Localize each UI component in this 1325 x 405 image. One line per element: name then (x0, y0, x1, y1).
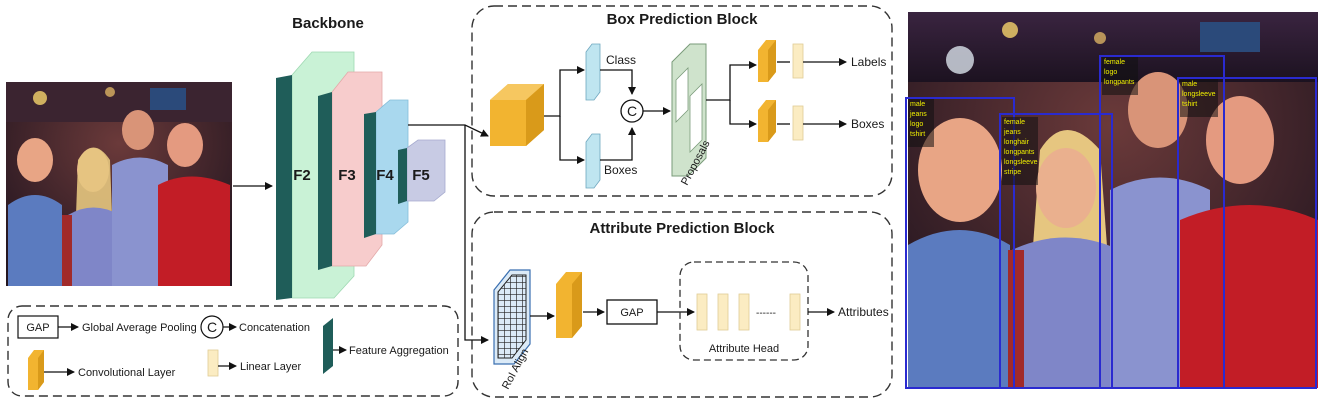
boxes-linear-layer (792, 105, 804, 141)
box-prediction-block (471, 5, 893, 197)
tag-4-1: longsleeve (1182, 91, 1216, 98)
tag-4-0: male (1182, 81, 1197, 88)
backbone-stage-f5: F5 (412, 167, 430, 184)
box-block-title: Box Prediction Block (607, 11, 759, 28)
concat-symbol: C (627, 103, 637, 119)
aggregation-f4 (364, 112, 376, 238)
concat-inputs (600, 69, 636, 161)
attribute-linear-3 (738, 293, 750, 331)
proposals-layer (671, 43, 707, 177)
boxes-conv-layer (758, 100, 776, 142)
detection-box-4 (1177, 77, 1317, 389)
tag-3-2: longpants (1104, 79, 1135, 86)
tag-1-1: jeans (909, 111, 927, 118)
attribute-prediction-block (471, 211, 893, 398)
backbone (276, 51, 446, 300)
detection-box-2 (999, 113, 1113, 389)
tag-1-2: logo (910, 121, 923, 128)
legend-linear-text: Linear Layer (240, 361, 301, 373)
attribute-block-title: Attribute Prediction Block (589, 220, 775, 237)
legend-aggregation-text: Feature Aggregation (349, 345, 449, 357)
class-label: Class (606, 53, 636, 67)
box-split-lines (544, 66, 585, 164)
attribute-head-dashes: ------ (756, 308, 776, 319)
tag-1-0: male (910, 101, 925, 108)
backbone-stage-f2: F2 (293, 167, 311, 184)
attribute-head-label: Attribute Head (709, 343, 779, 355)
tag-4-2: tshirt (1182, 101, 1197, 108)
roi-align-layer (493, 269, 531, 365)
labels-conv-layer (758, 40, 776, 82)
attribute-head-box (679, 261, 809, 361)
boxes-branch-layer (585, 133, 601, 189)
detection-boxes (905, 55, 1317, 389)
legend-conv-symbol (28, 350, 44, 390)
tag-1-3: tshirt (910, 131, 925, 138)
tag-2-5: stripe (1004, 169, 1021, 176)
labels-linear-layer (792, 43, 804, 79)
legend-aggregation-symbol (323, 318, 333, 374)
legend-box (7, 305, 459, 397)
detection-box-3 (1099, 55, 1225, 389)
tag-2-4: longsleeve (1004, 159, 1038, 166)
tag-2-1: jeans (1003, 129, 1021, 136)
tag-3-1: logo (1104, 69, 1117, 76)
boxes-output: Boxes (851, 117, 884, 131)
legend-linear-symbol (207, 349, 219, 377)
gap-label: GAP (620, 307, 643, 319)
class-branch-layer (585, 43, 601, 101)
legend-concat-abbrev: C (207, 319, 217, 335)
aggregation-f3 (318, 92, 332, 270)
backbone-stage-f4: F4 (376, 167, 394, 184)
detection-box-1 (905, 97, 1015, 389)
proposal-split-lines (706, 61, 757, 128)
attribute-linear-1 (696, 293, 708, 331)
aggregation-f5 (398, 148, 407, 204)
boxes-label: Boxes (604, 163, 637, 177)
legend-gap-abbrev: GAP (26, 322, 49, 334)
tag-2-0: female (1004, 119, 1025, 126)
backbone-connectors (408, 124, 489, 344)
attribute-conv-layer (556, 272, 582, 338)
backbone-stage-f3: F3 (338, 167, 356, 184)
legend-gap-text: Global Average Pooling (82, 322, 197, 334)
backbone-title: Backbone (292, 15, 364, 32)
tag-2-2: longhair (1004, 139, 1030, 146)
labels-output: Labels (851, 55, 886, 69)
attributes-output: Attributes (838, 305, 889, 319)
aggregation-f2 (276, 75, 292, 300)
tag-2-3: longpants (1004, 149, 1035, 156)
legend-concat-text: Concatenation (239, 322, 310, 334)
box-conv-layer (490, 84, 544, 146)
input-photo (6, 82, 232, 286)
legend-conv-text: Convolutional Layer (78, 367, 176, 379)
attribute-linear-2 (717, 293, 729, 331)
detection-tags: male jeans logo tshirt female jeans long… (908, 57, 1218, 185)
tag-3-0: female (1104, 59, 1125, 66)
attribute-linear-n (789, 293, 801, 331)
